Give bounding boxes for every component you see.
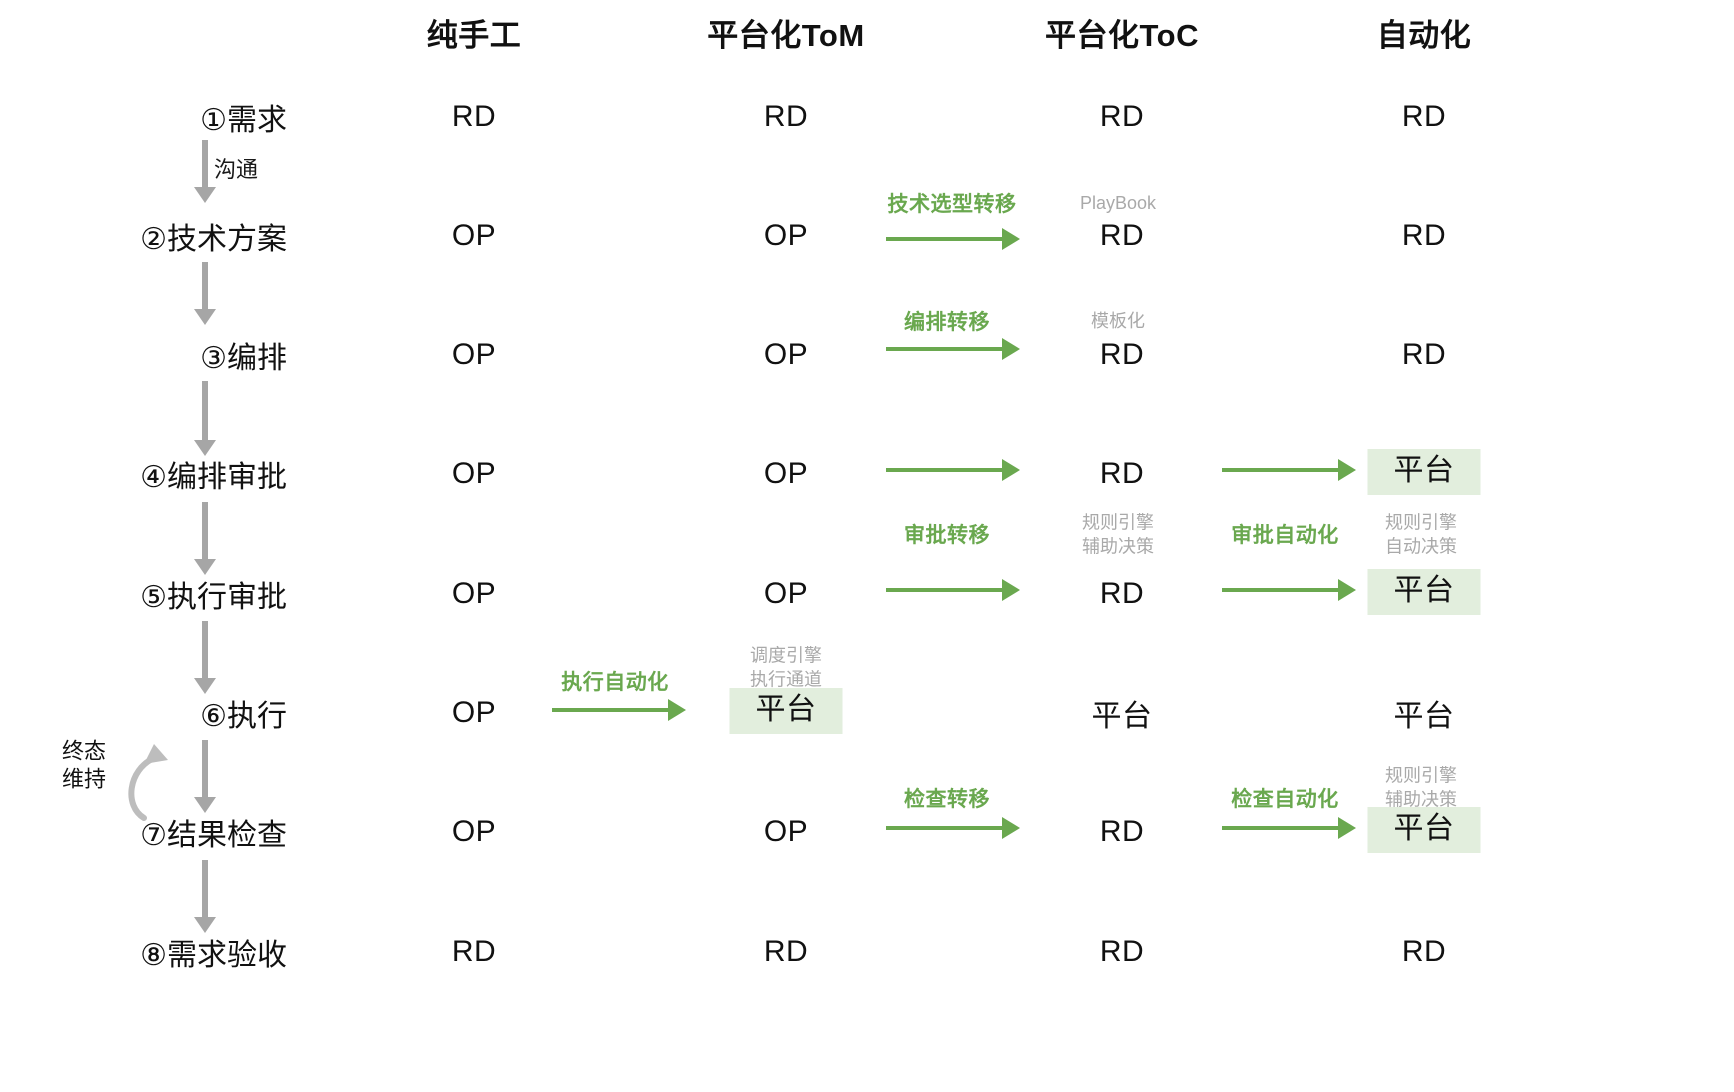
- cell-stage8-automation: RD: [1401, 935, 1447, 968]
- note-rule-engine-assisted-decision-2: 规则引擎 辅助决策: [1385, 764, 1457, 813]
- transfer-arrow-exec-automation: [552, 708, 670, 712]
- cell-stage5-platform-toc: RD: [1099, 577, 1145, 610]
- note-playbook: PlayBook: [1080, 191, 1156, 215]
- feedback-loop-label: 终态 维持: [62, 738, 106, 793]
- note-rule-engine-assisted-line1: 规则引擎: [1082, 512, 1154, 533]
- stage-label-2: ②技术方案: [140, 223, 287, 256]
- column-header-manual: 纯手工: [426, 18, 522, 53]
- note-scheduler-engine: 调度引擎 执行通道: [750, 644, 822, 693]
- cell-stage4-platform-toc: RD: [1099, 457, 1145, 490]
- cell-stage3-platform-toc: RD: [1099, 338, 1145, 371]
- stage-label-1: ①需求: [200, 104, 287, 137]
- cell-stage1-platform-tom: RD: [763, 100, 809, 133]
- transfer-label-check-shift: 检查转移: [904, 788, 990, 811]
- flow-arrow-7-to-8: [202, 860, 208, 918]
- cell-stage2-platform-toc: RD: [1099, 219, 1145, 252]
- cell-stage6-manual: OP: [451, 696, 497, 729]
- cell-stage5-platform-tom: OP: [763, 577, 809, 610]
- note-playbook-line1: PlayBook: [1079, 192, 1157, 213]
- transfer-label-exec-automation: 执行自动化: [561, 671, 669, 694]
- cell-stage7-platform-tom: OP: [763, 815, 809, 848]
- transfer-arrow-approval-auto-5: [1222, 588, 1340, 592]
- note-rule-engine-assisted-2-line2: 辅助决策: [1385, 790, 1457, 810]
- note-templating: 模板化: [1091, 309, 1145, 333]
- stage-label-6: ⑥执行: [200, 700, 287, 733]
- cell-stage6-platform-toc: 平台: [1091, 700, 1153, 733]
- cell-stage2-manual: OP: [451, 219, 497, 252]
- flow-arrow-5-to-6: [202, 621, 208, 679]
- cell-stage7-platform-toc: RD: [1099, 815, 1145, 848]
- transfer-arrow-orchestration: [886, 347, 1004, 351]
- cell-stage1-automation: RD: [1401, 100, 1447, 133]
- cell-stage8-platform-toc: RD: [1099, 935, 1145, 968]
- flow-arrow-6-to-7: [202, 740, 208, 798]
- stage-label-4: ④编排审批: [140, 461, 287, 494]
- note-rule-engine-auto-decision: 规则引擎 自动决策: [1385, 511, 1457, 560]
- feedback-loop-label-line2: 维持: [61, 766, 107, 791]
- note-scheduler-engine-line1: 调度引擎: [750, 645, 822, 666]
- cell-stage5-manual: OP: [451, 577, 497, 610]
- stage-label-3: ③编排: [200, 342, 287, 375]
- flow-arrow-4-to-5: [202, 502, 208, 560]
- feedback-loop-label-line1: 终态: [61, 738, 107, 764]
- stage-label-7: ⑦结果检查: [140, 819, 287, 852]
- column-header-platform-tom: 平台化ToM: [707, 18, 865, 53]
- cell-stage3-platform-tom: OP: [763, 338, 809, 371]
- note-scheduler-engine-line2: 执行通道: [750, 670, 822, 690]
- cell-stage7-manual: OP: [451, 815, 497, 848]
- cell-stage5-automation: 平台: [1367, 569, 1481, 615]
- cell-stage2-automation: RD: [1401, 219, 1447, 252]
- feedback-loop-arrow: [128, 744, 168, 821]
- transfer-arrow-check-automation: [1222, 826, 1340, 830]
- transfer-arrow-approval-5: [886, 588, 1004, 592]
- cell-stage7-automation: 平台: [1367, 807, 1481, 853]
- flow-arrow-1-to-2: [202, 140, 208, 188]
- cell-stage6-automation: 平台: [1393, 700, 1455, 733]
- transfer-label-approval-shift: 审批转移: [904, 524, 990, 547]
- flow-arrow-caption-communicate: 沟通: [214, 157, 259, 182]
- flow-arrow-2-to-3: [202, 262, 208, 310]
- transfer-arrow-approval-4: [886, 468, 1004, 472]
- transfer-label-check-automation: 检查自动化: [1231, 788, 1339, 811]
- note-rule-engine-auto-line2: 自动决策: [1385, 537, 1457, 557]
- cell-stage4-automation: 平台: [1367, 449, 1481, 495]
- cell-stage8-manual: RD: [451, 935, 497, 968]
- flow-arrow-3-to-4: [202, 381, 208, 441]
- cell-stage1-manual: RD: [451, 100, 497, 133]
- stage-label-8: ⑧需求验收: [140, 939, 287, 972]
- cell-stage3-automation: RD: [1401, 338, 1447, 371]
- transfer-label-orchestration: 编排转移: [904, 311, 990, 334]
- cell-stage2-platform-tom: OP: [763, 219, 809, 252]
- transfer-arrow-tech-selection: [886, 237, 1004, 241]
- cell-stage3-manual: OP: [451, 338, 497, 371]
- transfer-arrow-approval-auto-4: [1222, 468, 1340, 472]
- note-templating-line1: 模板化: [1091, 310, 1145, 331]
- note-rule-engine-assisted-2-line1: 规则引擎: [1385, 765, 1457, 786]
- cell-stage4-manual: OP: [451, 457, 497, 490]
- note-rule-engine-assisted-line2: 辅助决策: [1082, 537, 1154, 557]
- note-rule-engine-auto-line1: 规则引擎: [1385, 512, 1457, 533]
- cell-stage1-platform-toc: RD: [1099, 100, 1145, 133]
- cell-stage4-platform-tom: OP: [763, 457, 809, 490]
- transfer-label-tech-selection: 技术选型转移: [887, 193, 1017, 216]
- transfer-label-approval-automation: 审批自动化: [1231, 524, 1339, 547]
- stage-label-5: ⑤执行审批: [140, 581, 287, 614]
- cell-stage8-platform-tom: RD: [763, 935, 809, 968]
- transfer-arrow-check-shift: [886, 826, 1004, 830]
- column-header-automation: 自动化: [1376, 18, 1472, 53]
- cell-stage6-platform-tom: 平台: [729, 688, 843, 734]
- note-rule-engine-assisted-decision: 规则引擎 辅助决策: [1082, 511, 1154, 560]
- column-header-platform-toc: 平台化ToC: [1045, 18, 1199, 53]
